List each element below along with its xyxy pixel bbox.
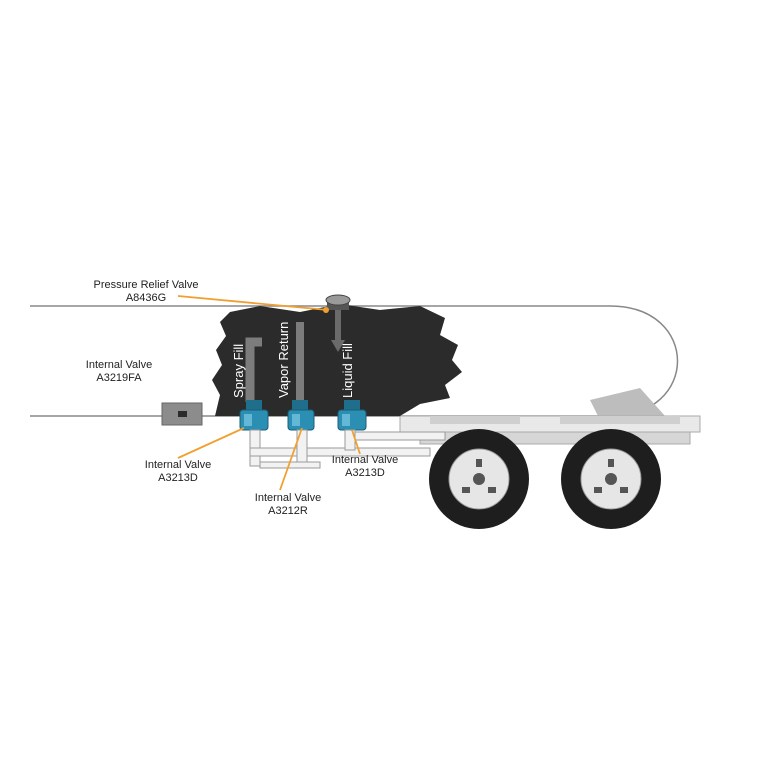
- relief-valve-stem: [335, 310, 341, 340]
- leader-internal-bottom: [279, 427, 303, 491]
- fender: [560, 416, 680, 424]
- relief-valve-cap: [325, 294, 351, 306]
- tank-skirt: [590, 388, 665, 420]
- relief-valve-tip: [331, 340, 345, 352]
- spray-fill-label: Spray Fill: [231, 344, 246, 398]
- fender: [430, 416, 520, 424]
- cabinet-latch: [178, 411, 187, 417]
- internal-valve-a3213d-right: [337, 400, 367, 431]
- vapor-return-pipe: [296, 322, 304, 406]
- internal-valve-left-part: A3213D: [158, 472, 198, 484]
- liquid-fill-label: Liquid Fill: [340, 343, 355, 398]
- wheel-rear: [561, 429, 661, 529]
- internal-valve-top-part: A3219FA: [96, 372, 142, 384]
- internal-valve-top-label: Internal Valve: [86, 359, 152, 371]
- wheel-front: [429, 429, 529, 529]
- leader-internal-right: [351, 429, 361, 455]
- internal-valve-bottom-label: Internal Valve: [255, 492, 321, 504]
- pressure-relief-valve-part: A8436G: [126, 292, 166, 304]
- internal-valve-right-part: A3213D: [345, 467, 385, 479]
- leader-dot: [323, 307, 329, 313]
- leader-lines: [177, 295, 361, 491]
- leader-internal-left: [177, 427, 245, 459]
- leader-pressure-relief: [177, 295, 329, 311]
- internal-valve-left-label: Internal Valve: [145, 459, 211, 471]
- underside-plumbing: [249, 429, 446, 469]
- internal-valve-bottom-part: A3212R: [268, 505, 308, 517]
- vapor-return-label: Vapor Return: [276, 322, 291, 398]
- internal-valve-right-label: Internal Valve: [332, 454, 398, 466]
- cutaway-region: [212, 304, 462, 416]
- spray-fill-pipe: [245, 337, 262, 402]
- pressure-relief-valve-label: Pressure Relief Valve: [94, 279, 199, 291]
